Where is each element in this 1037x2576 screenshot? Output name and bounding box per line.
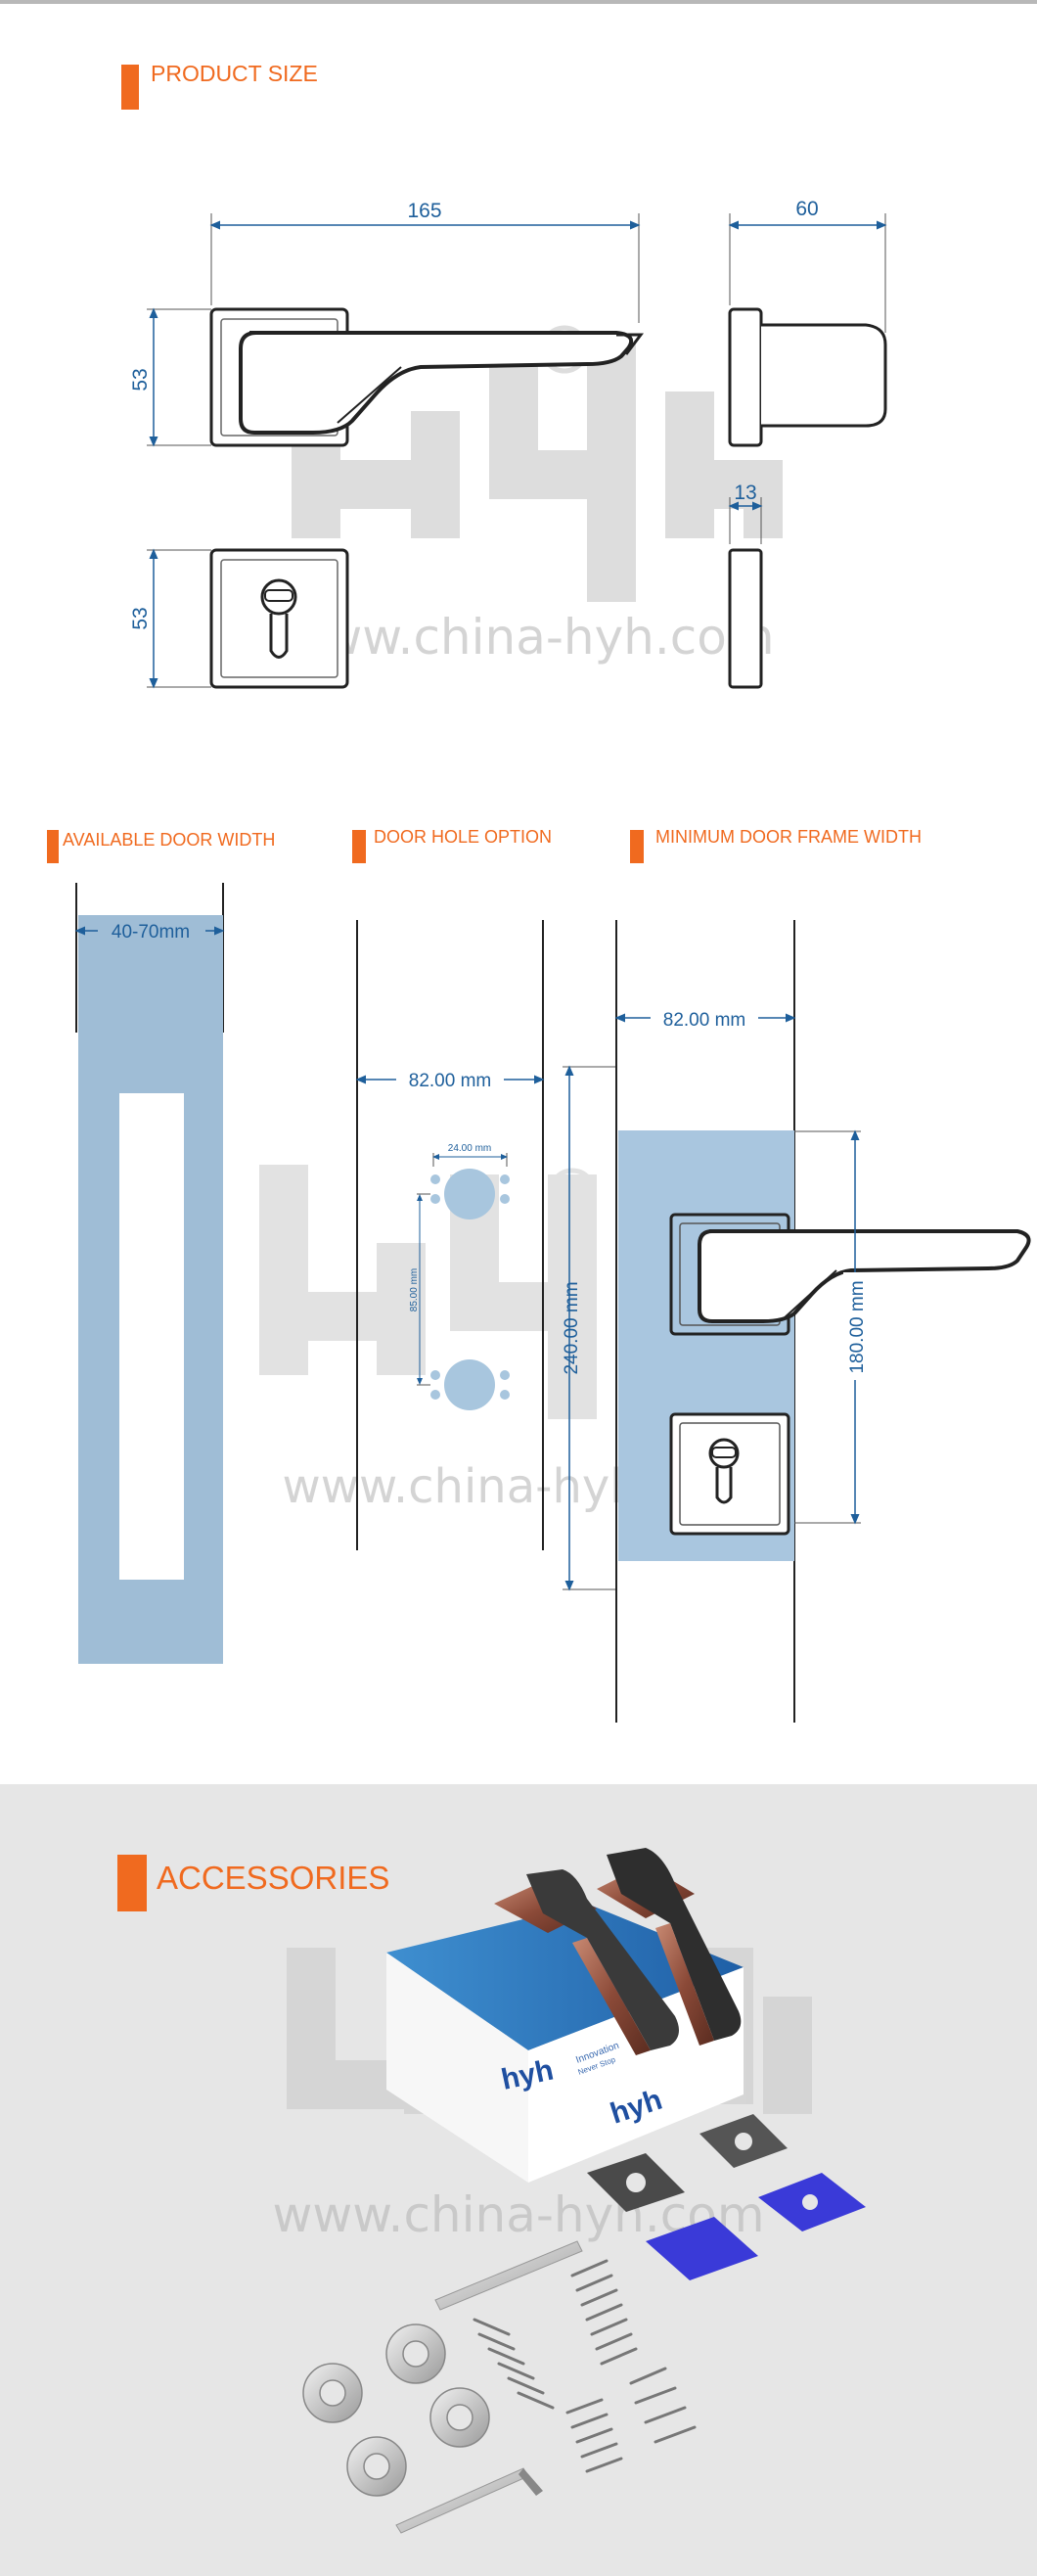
dim-depth: 60 bbox=[795, 198, 818, 220]
hole-distance: 82.00 mm bbox=[409, 1071, 491, 1091]
door-hole-option-heading: DOOR HOLE OPTION bbox=[374, 827, 553, 847]
product-size-marker bbox=[121, 65, 139, 110]
dim-length: 165 bbox=[407, 200, 441, 222]
lever-handles bbox=[494, 1848, 742, 2055]
door-hole-option-marker bbox=[352, 830, 366, 863]
hole-height: 240.00 mm bbox=[562, 1281, 582, 1374]
top-rule bbox=[0, 0, 1037, 4]
rosette-rings bbox=[302, 2323, 490, 2497]
product-size-drawing: www.china-hyh.com 165 60 53 13 53 bbox=[129, 198, 887, 689]
available-door-width-heading: AVAILABLE DOOR WIDTH bbox=[63, 830, 276, 850]
screws bbox=[473, 2259, 697, 2473]
door-drawings: www.china-hyh.com 40-70mm 82.00 mm 24.00… bbox=[74, 883, 1031, 1723]
frame-distance: 82.00 mm bbox=[663, 1010, 745, 1031]
minimum-door-frame-width-marker bbox=[630, 830, 644, 863]
watermark-url: www.china-hyh.com bbox=[282, 609, 774, 666]
frame-height: 180.00 mm bbox=[847, 1280, 868, 1373]
available-door-width-marker bbox=[47, 830, 59, 863]
door-width-range: 40-70mm bbox=[112, 922, 190, 943]
spindle-rod bbox=[434, 2240, 583, 2311]
escutcheon-plates bbox=[587, 2114, 866, 2280]
hole-spacing: 85.00 mm bbox=[409, 1268, 420, 1311]
accessories-heading: ACCESSORIES bbox=[157, 1860, 390, 1896]
accessories-marker bbox=[117, 1855, 147, 1911]
hole-diameter: 24.00 mm bbox=[448, 1143, 491, 1154]
accessories-illustration: www.china-hyh.com hyh Innovation Never S… bbox=[272, 1848, 866, 2534]
dim-height-lever: 53 bbox=[129, 368, 152, 391]
hex-key bbox=[395, 2467, 543, 2534]
dim-height-escutcheon: 53 bbox=[129, 607, 152, 629]
dim-thickness: 13 bbox=[734, 482, 756, 504]
product-size-heading: PRODUCT SIZE bbox=[151, 61, 318, 86]
minimum-door-frame-width-heading: MINIMUM DOOR FRAME WIDTH bbox=[655, 827, 922, 847]
packaging-box: hyh Innovation Never Stop hyh bbox=[386, 1904, 744, 2183]
